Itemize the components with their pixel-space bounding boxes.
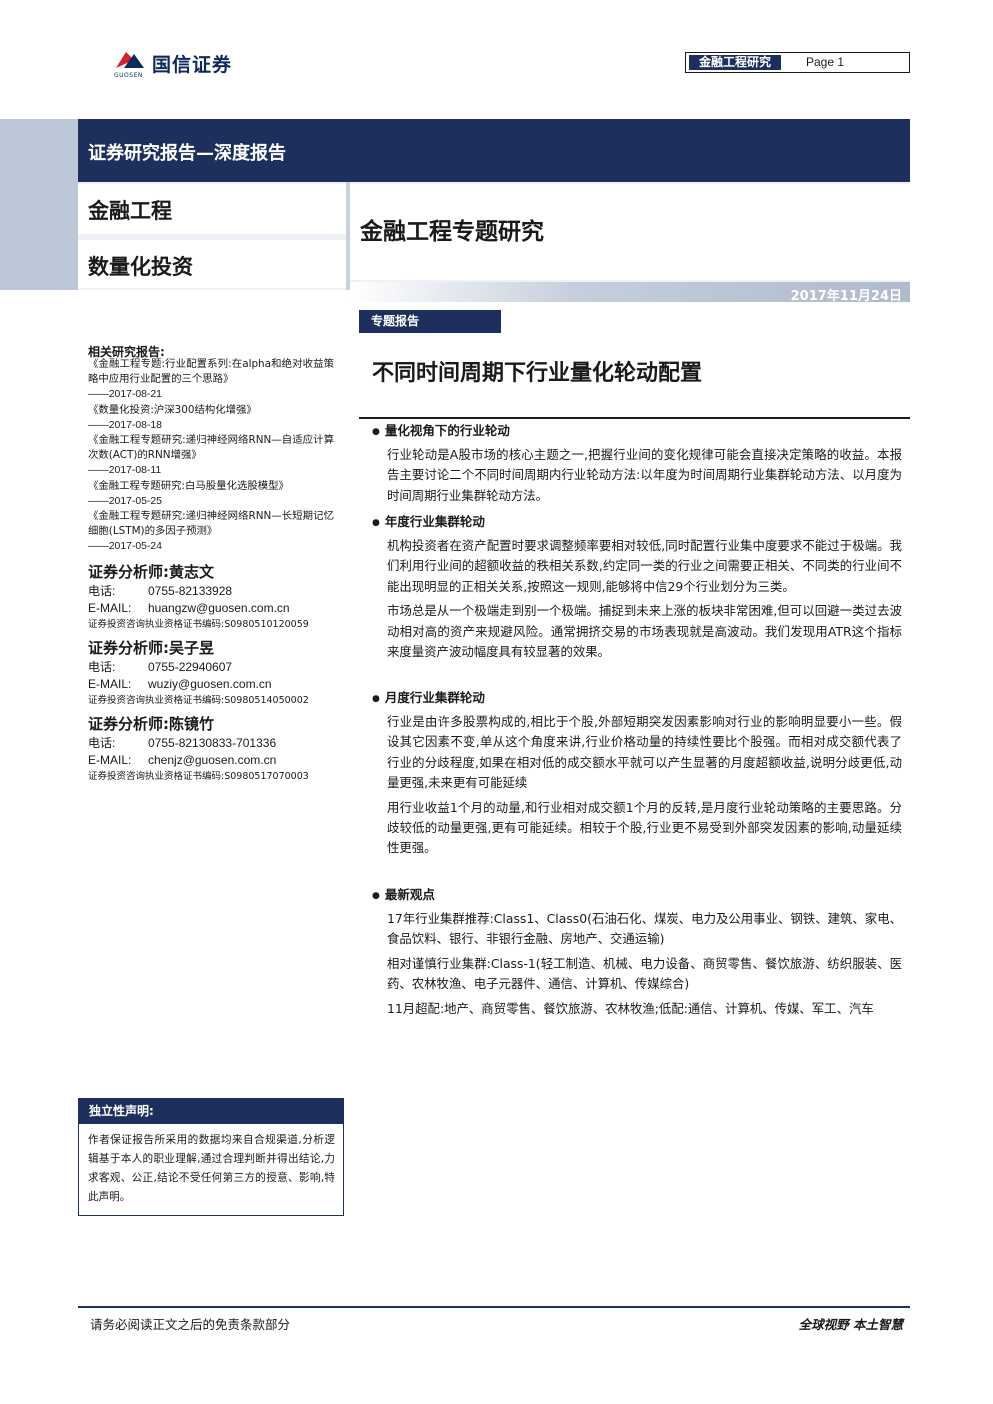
analyst-phone: 电话: 0755-22940607 xyxy=(88,659,348,676)
email-link[interactable]: chenjz@guosen.com.cn xyxy=(148,753,277,767)
independence-declaration: 独立性声明: 作者保证报告所采用的数据均来自合规渠道,分析逻辑基于本人的职业理解… xyxy=(78,1098,344,1216)
phone-value: 0755-22940607 xyxy=(148,660,233,674)
title-banner xyxy=(0,119,910,182)
report-tag: 专题报告 xyxy=(359,310,501,333)
related-reports-list: 《金融工程专题:行业配置系列:在alpha和绝对收益策略中应用行业配置的三个思路… xyxy=(88,357,334,555)
category-primary: 金融工程 xyxy=(78,184,346,234)
report-date: 2017年11月24日 xyxy=(790,289,902,304)
analyst-list: 证券分析师:黄志文 电话: 0755-82133928 E-MAIL: huangz… xyxy=(88,562,348,790)
section-paragraph: 行业轮动是A股市场的核心主题之一,把握行业间的变化规律可能会直接决定策略的收益。… xyxy=(387,447,902,503)
section-heading: 年度行业集群轮动 xyxy=(372,513,902,533)
related-item-date: ——2017-08-11 xyxy=(88,465,162,477)
analyst-name: 证券分析师:吴子昱 xyxy=(88,639,214,657)
phone-label: 电话: xyxy=(88,736,116,750)
analyst-cert: 证券投资咨询执业资格证书编码:S0980510120059 xyxy=(88,617,348,632)
related-item: 《金融工程专题研究:递归神经网络RNN—长短期记忆细胞(LSTM)的多因子预测》… xyxy=(88,509,334,555)
category-divider xyxy=(346,182,350,290)
phone-value: 0755-82133928 xyxy=(148,584,233,598)
special-title-box: 金融工程专题研究 xyxy=(350,184,910,280)
analyst-phone: 电话: 0755-82133928 xyxy=(88,583,348,600)
section-latest-views: 最新观点 17年行业集群推荐:Class1、Class0(石油石化、煤炭、电力及… xyxy=(372,886,902,1023)
headline-rule xyxy=(359,417,910,419)
analyst-cert: 证券投资咨询执业资格证书编码:S0980514050002 xyxy=(88,693,348,708)
related-item: 《数量化投资:沪深300结构化增强》 ——2017-08-18 xyxy=(88,403,334,433)
related-item: 《金融工程专题研究:白马股量化选股模型》 ——2017-05-25 xyxy=(88,479,334,509)
guosen-logo-icon xyxy=(116,52,144,68)
related-item-title: 《金融工程专题研究:白马股量化选股模型》 xyxy=(88,479,289,492)
page-number: Page 1 xyxy=(806,55,845,69)
section-overview: 量化视角下的行业轮动 行业轮动是A股市场的核心主题之一,把握行业间的变化规律可能… xyxy=(372,422,902,510)
special-title: 金融工程专题研究 xyxy=(360,219,544,245)
section-heading: 月度行业集群轮动 xyxy=(372,689,902,709)
section-paragraph: 用行业收益1个月的动量,和行业相对成交额1个月的反转,是月度行业轮动策略的主要思… xyxy=(387,799,902,856)
related-item-title: 《金融工程专题:行业配置系列:在alpha和绝对收益策略中应用行业配置的三个思路… xyxy=(88,358,334,386)
related-reports-heading: 相关研究报告: xyxy=(88,345,165,359)
cert-label: 证券投资咨询执业资格证书编码: xyxy=(88,771,225,782)
declaration-heading: 独立性声明: xyxy=(79,1099,343,1124)
related-item: 《金融工程专题:行业配置系列:在alpha和绝对收益策略中应用行业配置的三个思路… xyxy=(88,357,334,403)
analyst-card: 证券分析师:黄志文 电话: 0755-82133928 E-MAIL: huangz… xyxy=(88,562,348,632)
analyst-name: 证券分析师:黄志文 xyxy=(88,563,214,581)
related-item-date: ——2017-05-25 xyxy=(88,495,162,507)
email-link[interactable]: huangzw@guosen.com.cn xyxy=(148,601,290,615)
date-bar: 2017年11月24日 xyxy=(350,282,910,304)
cert-label: 证券投资咨询执业资格证书编码: xyxy=(88,695,225,706)
section-paragraph: 市场总是从一个极端走到别一个极端。捕捉到未来上涨的板块非常困难,但可以回避一类过… xyxy=(387,603,902,660)
footer-disclaimer: 请务必阅读正文之后的免责条款部分 xyxy=(90,1317,291,1332)
company-logo: 国信证券 GUOSEN xyxy=(112,46,252,80)
section-annual-rotation: 年度行业集群轮动 机构投资者在资产配置时要求调整频率要相对较低,同时配置行业集中… xyxy=(372,513,902,666)
section-label: 金融工程研究 xyxy=(689,55,781,70)
phone-label: 电话: xyxy=(88,660,116,674)
section-monthly-rotation: 月度行业集群轮动 行业是由许多股票构成的,相比于个股,外部短期突发因素影响对行业… xyxy=(372,689,902,863)
section-paragraph: 机构投资者在资产配置时要求调整频率要相对较低,同时配置行业集中度要求不能过于极端… xyxy=(387,538,902,594)
related-item-date: ——2017-08-18 xyxy=(88,419,162,431)
related-item-date: ——2017-08-21 xyxy=(88,389,162,401)
related-item-title: 《金融工程专题研究:递归神经网络RNN—自适应计算次数(ACT)的RNN增强》 xyxy=(88,434,334,462)
report-type-title: 证券研究报告—深度报告 xyxy=(88,143,286,164)
analyst-card: 证券分析师:陈镜竹 电话: 0755-82130833-701336 E-MAIL… xyxy=(88,714,348,784)
related-item-date: ——2017-05-24 xyxy=(88,541,162,553)
section-paragraph: 11月超配:地产、商贸零售、餐饮旅游、农林牧渔;低配:通信、计算机、传媒、军工、… xyxy=(387,1000,874,1016)
section-heading: 最新观点 xyxy=(372,886,902,906)
phone-label: 电话: xyxy=(88,584,116,598)
category-secondary: 数量化投资 xyxy=(78,240,346,288)
section-paragraph: 17年行业集群推荐:Class1、Class0(石油石化、煤炭、电力及公用事业、… xyxy=(387,911,902,947)
analyst-name: 证券分析师:陈镜竹 xyxy=(88,715,214,733)
section-heading: 量化视角下的行业轮动 xyxy=(372,422,902,442)
section-paragraph: 相对谨慎行业集群:Class-1(轻工制造、机械、电力设备、商贸零售、餐饮旅游、… xyxy=(387,955,902,992)
related-item-title: 《数量化投资:沪深300结构化增强》 xyxy=(88,403,257,416)
analyst-card: 证券分析师:吴子昱 电话: 0755-22940607 E-MAIL: wuziy@… xyxy=(88,638,348,708)
report-headline: 不同时间周期下行业量化轮动配置 xyxy=(372,361,703,386)
email-label: E-MAIL: xyxy=(88,753,132,767)
analyst-email: E-MAIL: wuziy@guosen.com.cn xyxy=(88,676,348,693)
email-label: E-MAIL: xyxy=(88,601,132,615)
email-label: E-MAIL: xyxy=(88,677,132,691)
related-item: 《金融工程专题研究:递归神经网络RNN—自适应计算次数(ACT)的RNN增强》 —… xyxy=(88,433,334,479)
analyst-email: E-MAIL: huangzw@guosen.com.cn xyxy=(88,600,348,617)
cert-value: S0980510120059 xyxy=(224,619,309,630)
cert-label: 证券投资咨询执业资格证书编码: xyxy=(88,619,225,630)
logo-sub: GUOSEN xyxy=(114,72,143,79)
footer-slogan: 全球视野 本土智慧 xyxy=(798,1317,903,1332)
analyst-email: E-MAIL: chenjz@guosen.com.cn xyxy=(88,752,348,769)
analyst-phone: 电话: 0755-82130833-701336 xyxy=(88,735,348,752)
declaration-body: 作者保证报告所采用的数据均来自合规渠道,分析逻辑基于本人的职业理解,通过合理判断… xyxy=(88,1134,335,1203)
phone-value: 0755-82130833-701336 xyxy=(148,736,277,750)
analyst-cert: 证券投资咨询执业资格证书编码:S0980517070003 xyxy=(88,769,348,784)
related-item-title: 《金融工程专题研究:递归神经网络RNN—长短期记忆细胞(LSTM)的多因子预测》 xyxy=(88,510,334,538)
banner-side-block xyxy=(0,119,78,290)
page-indicator: 金融工程研究 Page 1 xyxy=(685,52,910,73)
category-secondary-label: 数量化投资 xyxy=(88,255,193,279)
cert-value: S0980514050002 xyxy=(224,695,309,706)
logo-name: 国信证券 xyxy=(152,54,233,76)
footer-rule xyxy=(78,1306,910,1308)
section-paragraph: 行业是由许多股票构成的,相比于个股,外部短期突发因素影响对行业的影响明显要小一些… xyxy=(387,714,902,791)
category-primary-label: 金融工程 xyxy=(88,199,172,223)
cert-value: S0980517070003 xyxy=(224,771,309,782)
email-link[interactable]: wuziy@guosen.com.cn xyxy=(148,677,272,691)
